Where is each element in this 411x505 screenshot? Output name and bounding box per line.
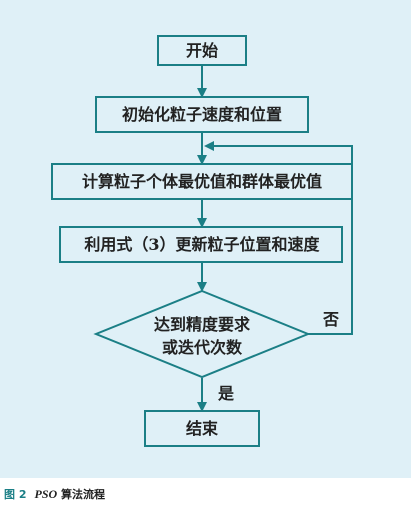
- caption-abbreviation: PSO: [34, 487, 58, 501]
- update-label: 利用式（3）更新粒子位置和速度: [84, 235, 320, 254]
- flowchart: 开始 初始化粒子速度和位置 计算粒子个体最优值和群体最优值 利用式（3）更新粒子…: [51, 35, 353, 447]
- start-node: 开始: [157, 35, 247, 66]
- figure-caption: 图 2 PSO 算法流程: [4, 486, 105, 502]
- caption-title: 算法流程: [57, 488, 105, 501]
- end-node: 结束: [144, 410, 260, 447]
- decision-label-line2: 或迭代次数: [162, 338, 243, 357]
- end-label: 结束: [185, 419, 219, 438]
- init-label: 初始化粒子速度和位置: [122, 105, 282, 124]
- init-node: 初始化粒子速度和位置: [95, 96, 309, 133]
- decision-node: 达到精度要求 或迭代次数: [93, 289, 311, 379]
- yes-branch-label: 是: [217, 384, 234, 403]
- start-label: 开始: [186, 41, 218, 60]
- loop-back-arrow: [204, 141, 353, 335]
- compute-label: 计算粒子个体最优值和群体最优值: [82, 172, 322, 191]
- no-branch-label: 否: [322, 310, 339, 329]
- compute-node: 计算粒子个体最优值和群体最优值: [51, 163, 353, 200]
- decision-label-line1: 达到精度要求: [154, 315, 251, 334]
- update-node: 利用式（3）更新粒子位置和速度: [59, 226, 343, 263]
- caption-number: 图 2: [4, 488, 27, 501]
